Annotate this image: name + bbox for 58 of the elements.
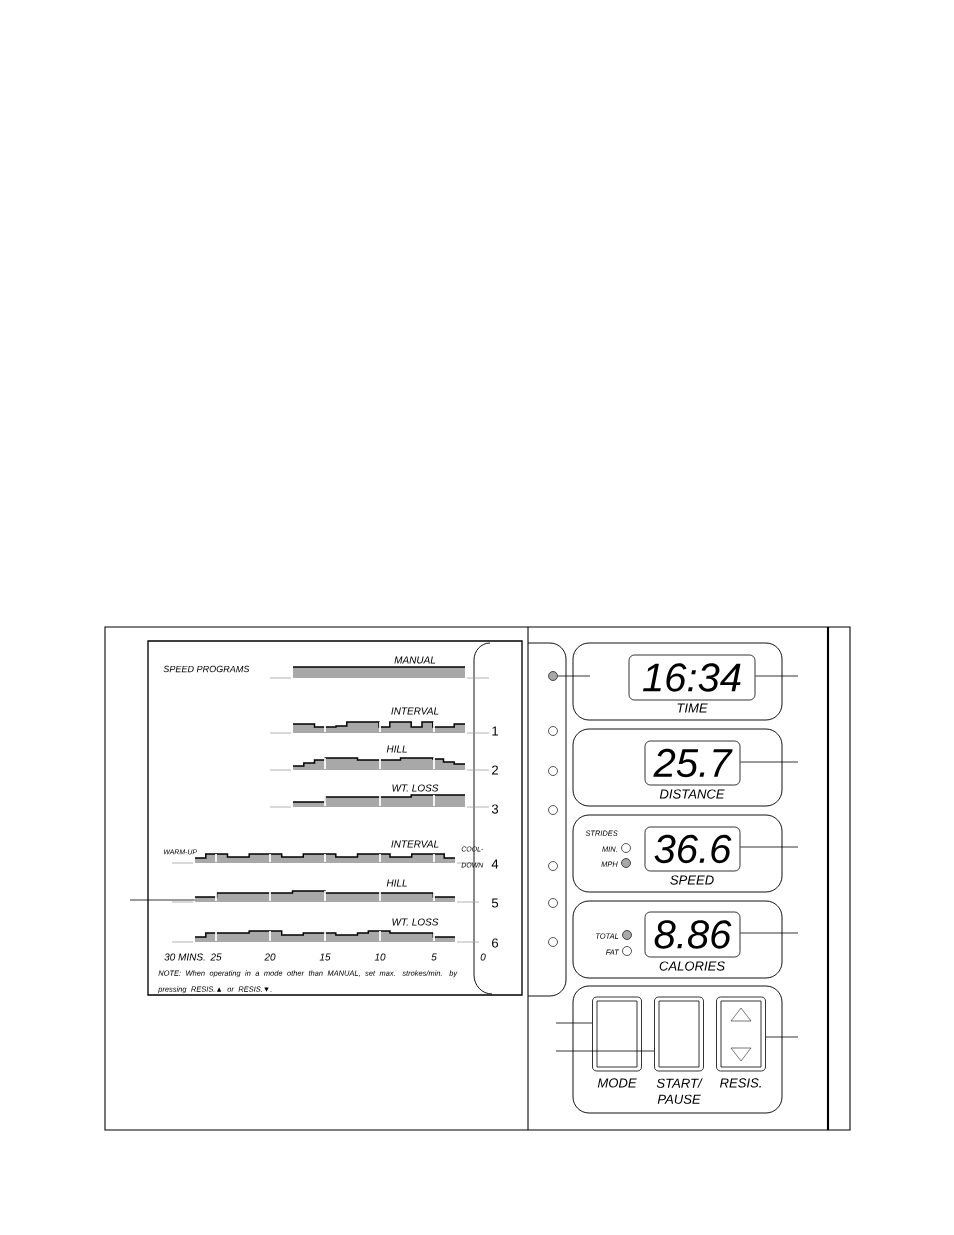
display-label: TIME (677, 703, 708, 713)
display-label: CALORIES (659, 961, 725, 971)
time-label: 0 (480, 953, 486, 961)
leader-line (555, 1050, 655, 1052)
leader-line (557, 675, 591, 677)
leader-line (129, 899, 196, 901)
time-label: 10 (374, 953, 386, 961)
leader-line (555, 1022, 593, 1024)
leader-line (765, 1036, 799, 1038)
row-number: 5 (491, 898, 499, 908)
profile-title: WT. LOSS (392, 918, 439, 926)
leader-line (740, 846, 799, 848)
indicator-light (548, 671, 558, 681)
leader-line (740, 932, 799, 934)
push-button (654, 996, 704, 1104)
profile-title: MANUAL (394, 656, 436, 664)
leader-line (740, 761, 799, 763)
button-label: START/ PAUSE (656, 1078, 703, 1104)
digital-display: 36.6 (644, 826, 741, 872)
indicator-light (548, 937, 558, 947)
display-panel (572, 900, 783, 979)
row-number: 4 (491, 859, 499, 869)
display-panel (572, 728, 783, 807)
button-panel (572, 985, 783, 1114)
time-label: 30 MINS. (164, 953, 205, 961)
profile-title: INTERVAL (391, 707, 439, 715)
indicator-light (548, 805, 558, 815)
time-label: 20 (264, 953, 276, 961)
button-label: MODE (597, 1078, 637, 1088)
time-label: 25 (210, 953, 222, 961)
digital-display: 8.86 (644, 911, 741, 958)
leader-line (755, 675, 799, 677)
time-label: 15 (319, 953, 331, 961)
button-label: RESIS. (720, 1078, 761, 1088)
digital-display: 16:34 (628, 654, 756, 701)
indicator-light (548, 898, 558, 908)
time-label: 5 (431, 953, 437, 961)
indicator-panel (527, 642, 567, 997)
profile-title: HILL (386, 745, 407, 753)
indicator-light (548, 861, 558, 871)
profile-title: INTERVAL (391, 840, 439, 848)
row-number: 2 (492, 765, 498, 775)
digital-display: 25.7 (644, 740, 741, 786)
display-panel (572, 814, 783, 893)
chart-panel (147, 640, 523, 996)
profile-title: HILL (386, 879, 407, 887)
display-label: SPEED (670, 875, 714, 885)
display-label: DISTANCE (659, 789, 725, 799)
row-number: 1 (492, 726, 498, 736)
row-number: 3 (491, 804, 499, 814)
chart-title: SPEED PROGRAMS (163, 665, 250, 673)
display-panel (572, 642, 783, 721)
indicator-light (548, 726, 558, 736)
row-number: 6 (492, 938, 499, 948)
indicator-light (548, 766, 558, 776)
push-button (716, 996, 766, 1088)
profile-title: WT. LOSS (392, 784, 439, 792)
push-button (592, 996, 642, 1088)
